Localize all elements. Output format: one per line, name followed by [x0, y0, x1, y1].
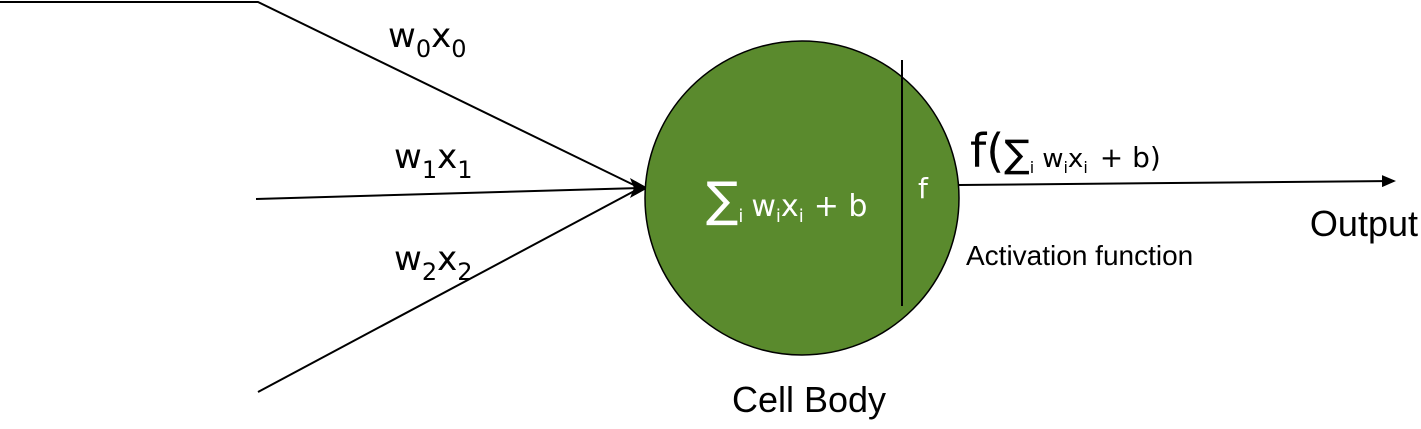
activation-symbol: f: [918, 172, 929, 205]
cell-body-label: Cell Body: [732, 379, 886, 420]
input-arrowhead: [630, 178, 648, 198]
activation-function-label: Activation function: [966, 240, 1193, 271]
input-line-1: [255, 187, 641, 200]
input-label-2: w2x2: [394, 239, 473, 286]
input-line-2: [257, 187, 641, 393]
input-label-0: w0x0: [388, 16, 467, 63]
cell-body-circle: [644, 40, 960, 356]
input-label-1: w1x1: [394, 137, 473, 184]
output-arrow: [958, 175, 1396, 188]
output-label: Output: [1310, 203, 1418, 244]
input-line-0: [0, 1, 641, 189]
